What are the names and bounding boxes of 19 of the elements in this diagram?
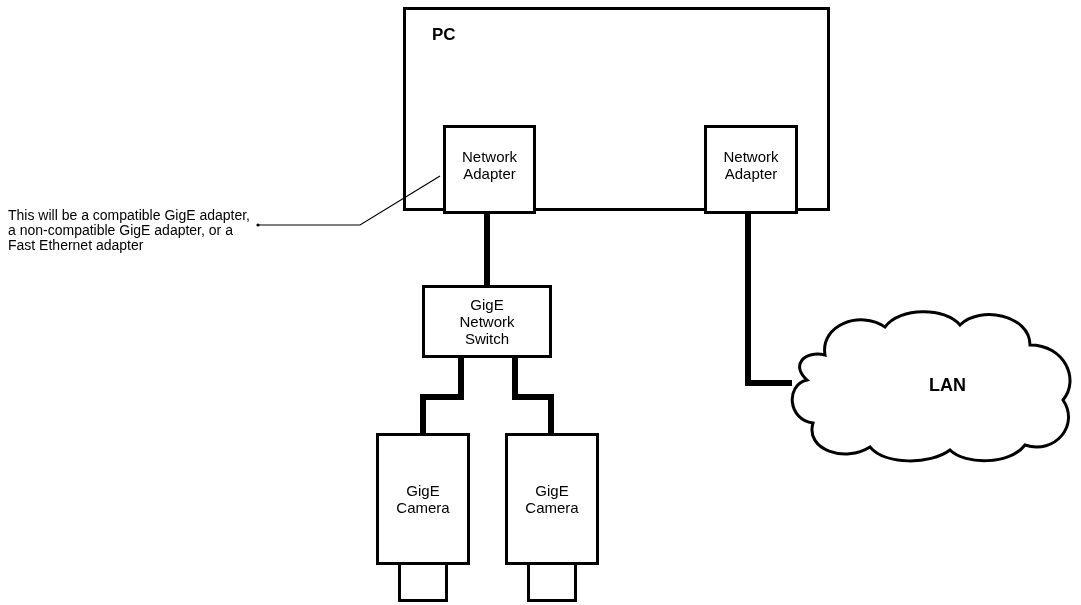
adapter-box bbox=[704, 125, 798, 214]
camera-drawing bbox=[505, 433, 599, 603]
camera-drawing bbox=[376, 433, 470, 603]
node-label: GigE Camera bbox=[395, 482, 451, 516]
network-cable bbox=[512, 358, 554, 433]
note-text: This will be a compatible GigE adapter, a non-compatible GigE adapter, or a Fast Ethernet adapter bbox=[8, 208, 251, 253]
computer-box bbox=[403, 7, 830, 211]
leader-line bbox=[256, 175, 441, 227]
network-cable bbox=[745, 211, 792, 386]
box-heading: PC bbox=[432, 25, 456, 44]
network-cable bbox=[484, 211, 490, 285]
node-label: GigE Network Switch bbox=[458, 296, 516, 347]
cloud-label: LAN bbox=[929, 374, 966, 395]
node-label: Network Adapter bbox=[461, 148, 518, 182]
node-label: Network Adapter bbox=[722, 148, 780, 182]
switch-box bbox=[422, 285, 552, 358]
network-cable bbox=[420, 358, 464, 433]
node-label: GigE Camera bbox=[524, 482, 580, 516]
adapter-box bbox=[443, 125, 536, 214]
